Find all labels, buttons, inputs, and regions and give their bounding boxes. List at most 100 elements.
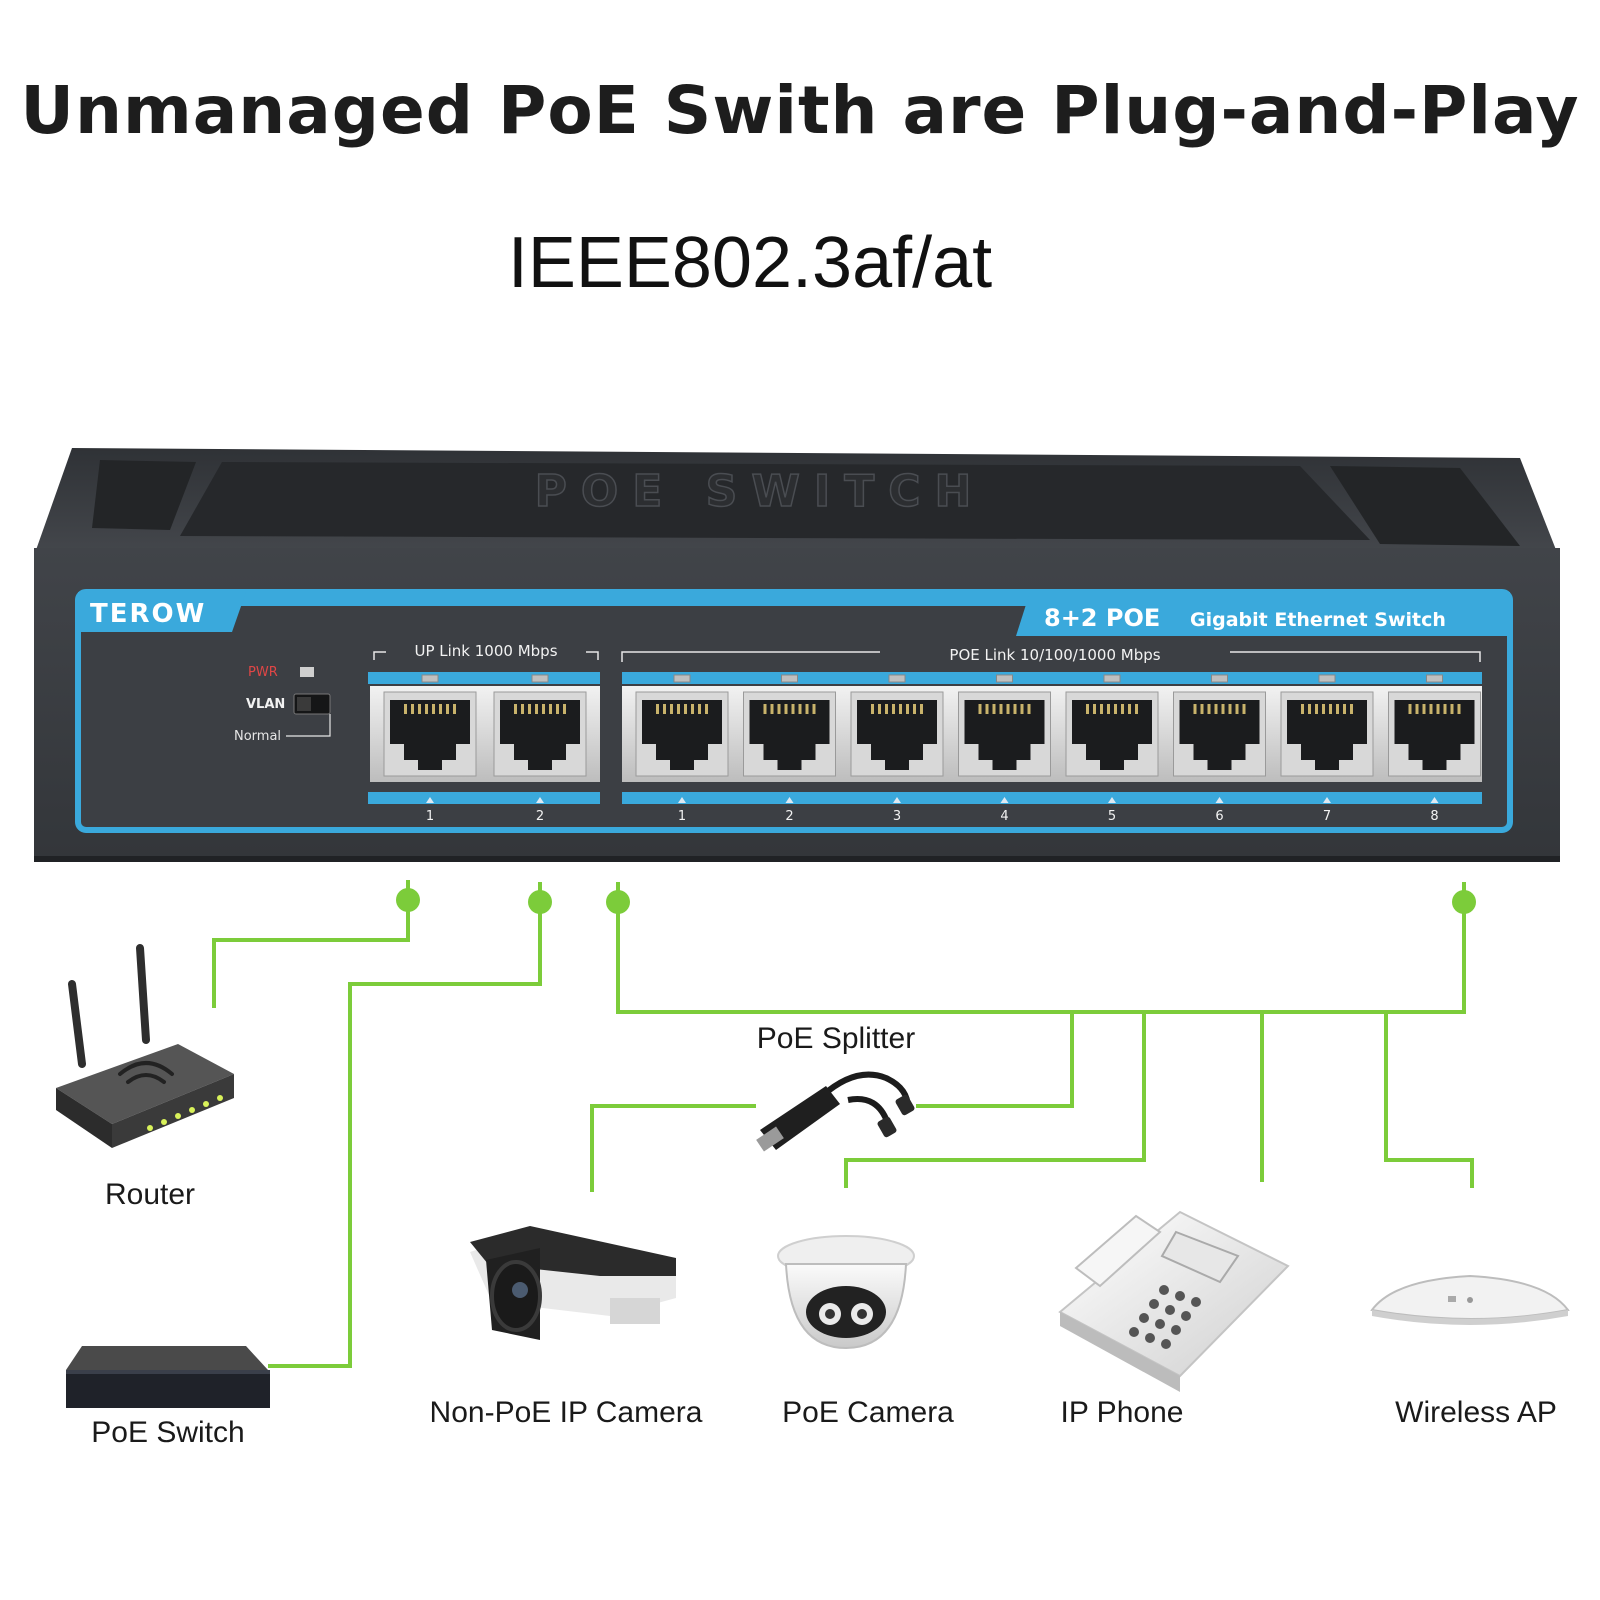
pin xyxy=(1329,704,1332,714)
port-number: 6 xyxy=(1215,809,1223,824)
pin xyxy=(1343,704,1346,714)
pin xyxy=(1408,704,1412,714)
rj45-socket xyxy=(749,700,830,770)
pin xyxy=(411,704,414,714)
small-poe-switch-device xyxy=(66,1346,270,1408)
pin xyxy=(798,704,802,714)
router-leds xyxy=(147,1095,223,1131)
poe-port-3[interactable]: 3 xyxy=(850,674,944,824)
router-label: Router xyxy=(105,1178,195,1211)
phone-display xyxy=(1160,1230,1240,1284)
pin xyxy=(1301,704,1304,714)
line-bus-poe-camera xyxy=(844,1012,1146,1188)
rj45-socket xyxy=(1179,700,1260,770)
port-number: 4 xyxy=(1000,809,1008,824)
pin xyxy=(1086,704,1089,714)
brand-tab xyxy=(78,592,246,632)
port-number: 2 xyxy=(785,809,793,824)
port-led xyxy=(1211,674,1228,683)
port-number: 3 xyxy=(893,809,901,824)
pin xyxy=(432,704,435,714)
model-tab xyxy=(1016,592,1510,636)
pin xyxy=(899,704,902,714)
dome-camera-device xyxy=(777,1235,915,1350)
pin xyxy=(528,704,531,714)
pin xyxy=(1415,704,1419,714)
pin xyxy=(1308,704,1311,714)
poe-switch-label: PoE Switch xyxy=(91,1416,244,1449)
poe-link-label: POE Link 10/100/1000 Mbps xyxy=(949,646,1160,664)
poe-camera-label: PoE Camera xyxy=(782,1396,954,1429)
pin xyxy=(878,704,881,714)
pin xyxy=(978,704,982,714)
port-arrow-icon xyxy=(1215,797,1224,803)
poe-port-2[interactable]: 2 xyxy=(743,674,836,824)
pin xyxy=(1457,704,1461,714)
vlan-label: VLAN xyxy=(246,697,285,712)
poe-port-7[interactable]: 7 xyxy=(1280,674,1374,824)
pin xyxy=(542,704,545,714)
port-number: 1 xyxy=(678,809,686,824)
router-antenna-right xyxy=(136,944,150,1044)
pin xyxy=(425,704,428,714)
wireless-ap-label: Wireless AP xyxy=(1395,1396,1557,1429)
pin xyxy=(1128,704,1131,714)
pin xyxy=(453,704,456,714)
port-led xyxy=(421,674,439,683)
pin xyxy=(920,704,923,714)
pin xyxy=(892,704,895,714)
pin xyxy=(698,704,701,714)
rj45-socket xyxy=(857,700,937,770)
pin xyxy=(791,704,795,714)
pin xyxy=(1027,704,1031,714)
pin xyxy=(1114,704,1117,714)
line-poe-bus xyxy=(616,882,1466,1014)
uplink-port-2[interactable]: 2 xyxy=(493,674,587,824)
pin xyxy=(805,704,809,714)
pin xyxy=(549,704,552,714)
pin xyxy=(439,704,442,714)
rj45-socket xyxy=(1072,700,1152,770)
ip-phone-device xyxy=(1058,1210,1290,1392)
pin xyxy=(1336,704,1339,714)
pin xyxy=(1422,704,1426,714)
switch-top-vent-right xyxy=(1330,466,1520,546)
rj45-socket xyxy=(642,700,722,770)
poe-port-1[interactable]: 1 xyxy=(635,674,729,824)
switch-top-recess xyxy=(180,462,1370,540)
router-device xyxy=(56,944,234,1148)
dot-poe-start xyxy=(606,890,630,914)
poe-port-5[interactable]: 5 xyxy=(1065,674,1159,824)
port-arrow-icon xyxy=(785,797,794,803)
pin xyxy=(691,704,694,714)
bullet-camera-device xyxy=(470,1226,676,1340)
model-description: Gigabit Ethernet Switch xyxy=(1190,609,1446,631)
poe-splitter-device xyxy=(756,1071,915,1152)
pin xyxy=(763,704,767,714)
pin xyxy=(663,704,666,714)
connection-dots xyxy=(396,888,1476,914)
poe-port-4[interactable]: 4 xyxy=(958,674,1051,824)
pin xyxy=(1006,704,1010,714)
non-poe-camera-label: Non-PoE IP Camera xyxy=(430,1396,703,1429)
pwr-led xyxy=(300,667,314,677)
rj45-socket xyxy=(390,700,470,770)
pin xyxy=(871,704,874,714)
port-led xyxy=(1103,674,1121,683)
port-led xyxy=(781,674,798,683)
uplink-port-1[interactable]: 1 xyxy=(383,674,477,824)
poe-port-6[interactable]: 6 xyxy=(1173,674,1266,824)
switch-top-vent-left xyxy=(92,460,196,530)
port-number: 5 xyxy=(1108,809,1116,824)
pin xyxy=(812,704,816,714)
pin xyxy=(535,704,538,714)
pin xyxy=(1200,704,1204,714)
poe-port-8[interactable]: 8 xyxy=(1388,674,1481,824)
pin xyxy=(784,704,788,714)
pin xyxy=(670,704,673,714)
pin xyxy=(1013,704,1017,714)
wifi-icon xyxy=(118,1061,174,1084)
rj45-socket xyxy=(500,700,580,770)
port-led xyxy=(673,674,691,683)
